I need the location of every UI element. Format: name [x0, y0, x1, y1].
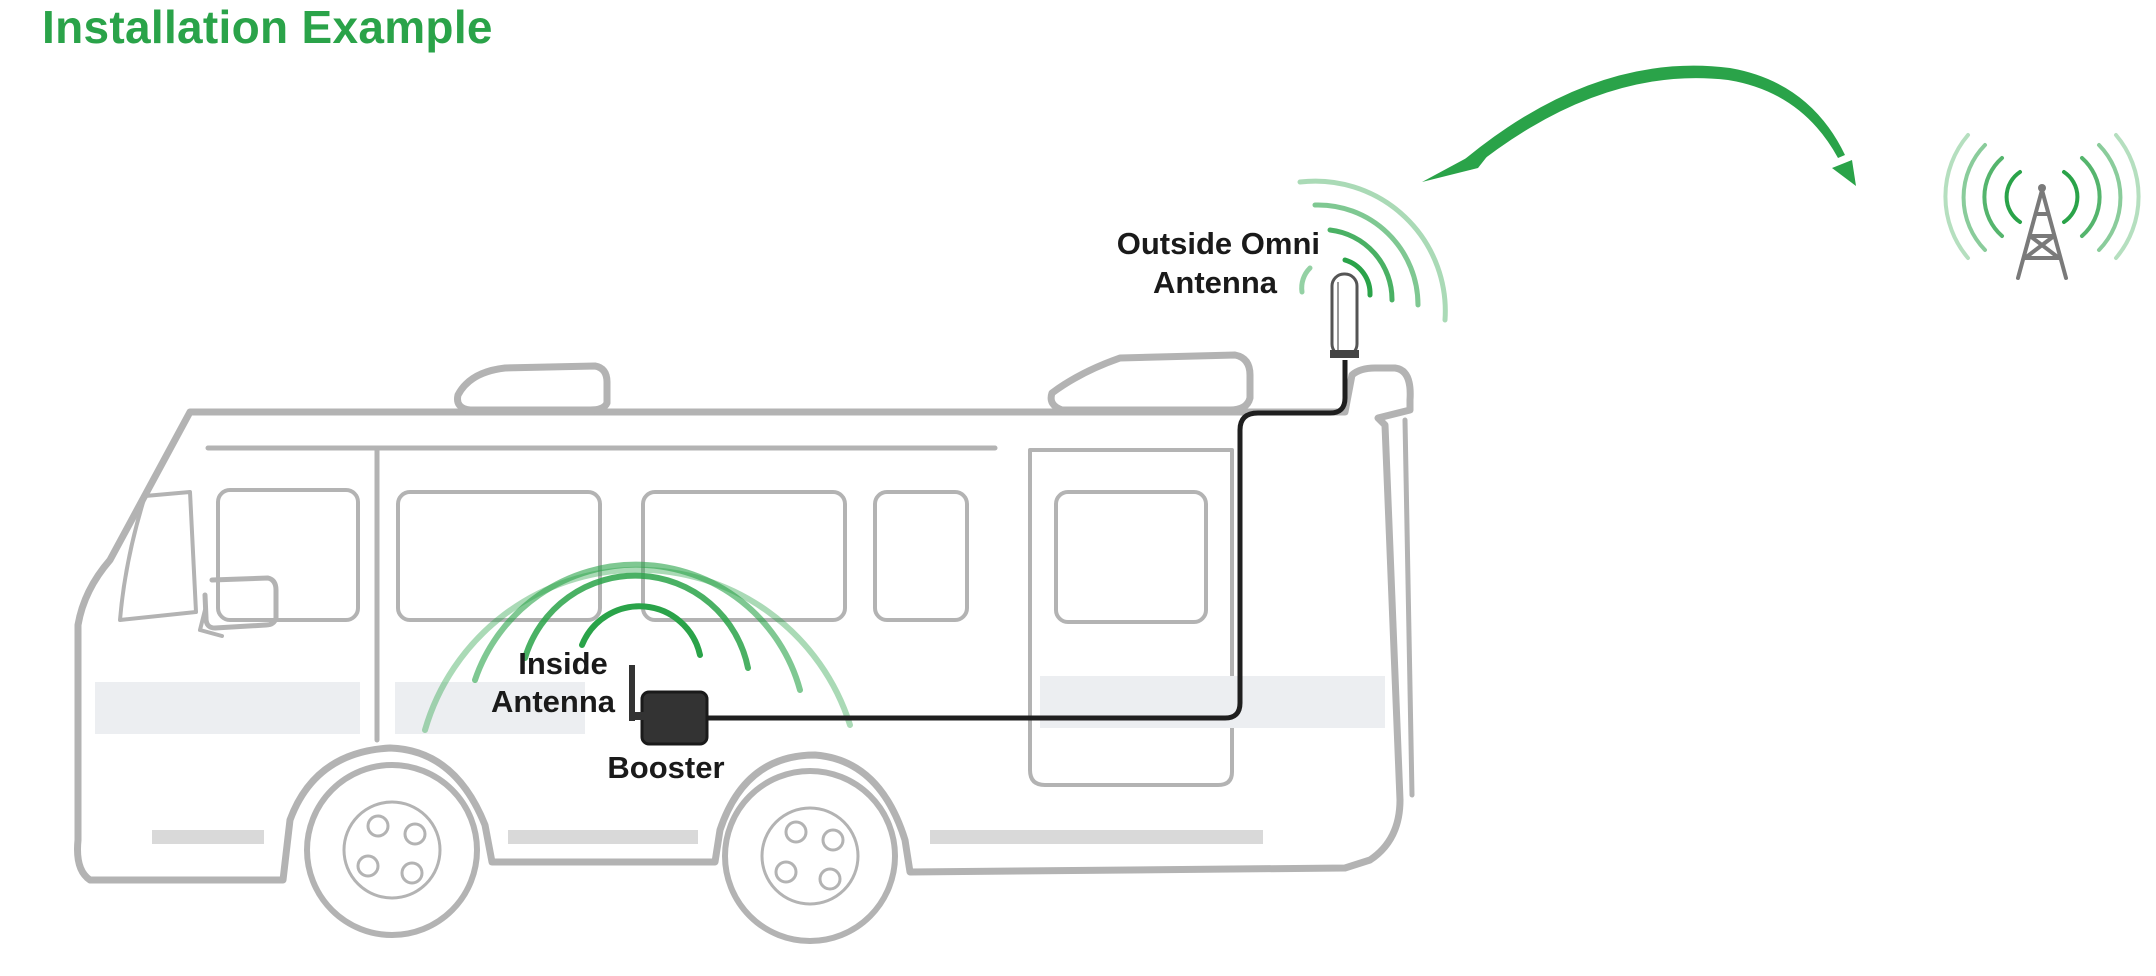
- rv-wheel-front: [304, 762, 480, 938]
- rv-window-2: [641, 490, 847, 622]
- outside-wave-2: [1327, 227, 1395, 303]
- inside-antenna: [629, 665, 647, 721]
- booster-label: Booster: [607, 750, 724, 785]
- rv-vehicle: [74, 351, 1415, 944]
- roof-ac-unit-front: [454, 362, 611, 414]
- inside-antenna-signal-waves: [422, 561, 853, 733]
- rv-window-1: [396, 490, 602, 622]
- diagram-title: Installation Example: [42, 1, 493, 53]
- outside-wave-4: [1297, 178, 1448, 323]
- outside-antenna-signal-waves: [1297, 178, 1448, 323]
- inside-wave-1: [579, 603, 703, 658]
- outside-omni-antenna: [1330, 272, 1359, 358]
- outside-wave-1: [1342, 257, 1373, 298]
- rv-entry-door: [1028, 448, 1234, 787]
- coax-cable: [705, 360, 1348, 721]
- outside-antenna-label-line2: Antenna: [1153, 265, 1278, 300]
- inside-wave-2: [522, 572, 751, 671]
- rv-mirror-arm: [198, 608, 224, 638]
- rv-wheel-rear: [722, 768, 898, 944]
- arrowhead-left: [1422, 140, 1500, 182]
- inside-antenna-label-line2: Antenna: [491, 684, 616, 719]
- rv-side-mirror: [202, 575, 279, 631]
- cell-tower: [2016, 184, 2068, 280]
- rv-rear-edge: [1402, 417, 1415, 798]
- rv-body-stripes: [95, 676, 1385, 734]
- rv-window-cab: [216, 488, 360, 622]
- rv-window-door: [1054, 490, 1208, 624]
- outside-antenna-label-line1: Outside Omni: [1117, 226, 1320, 261]
- booster-unit: [640, 690, 709, 746]
- rv-lower-trim: [152, 830, 1263, 844]
- roof-ac-unit-rear: [1047, 351, 1254, 414]
- rv-windshield: [118, 490, 198, 622]
- signal-arrow: [1422, 65, 1856, 186]
- outside-wave-3: [1312, 202, 1421, 308]
- rv-window-3: [873, 490, 969, 622]
- inside-wave-4: [422, 566, 853, 733]
- rv-body-outline: [74, 364, 1414, 884]
- cell-tower-signal-waves: [1943, 133, 2141, 260]
- arrowhead-right: [1832, 160, 1856, 186]
- outside-wave-1-left: [1299, 265, 1313, 295]
- inside-antenna-label-line1: Inside: [518, 646, 608, 681]
- inside-wave-3: [472, 561, 803, 693]
